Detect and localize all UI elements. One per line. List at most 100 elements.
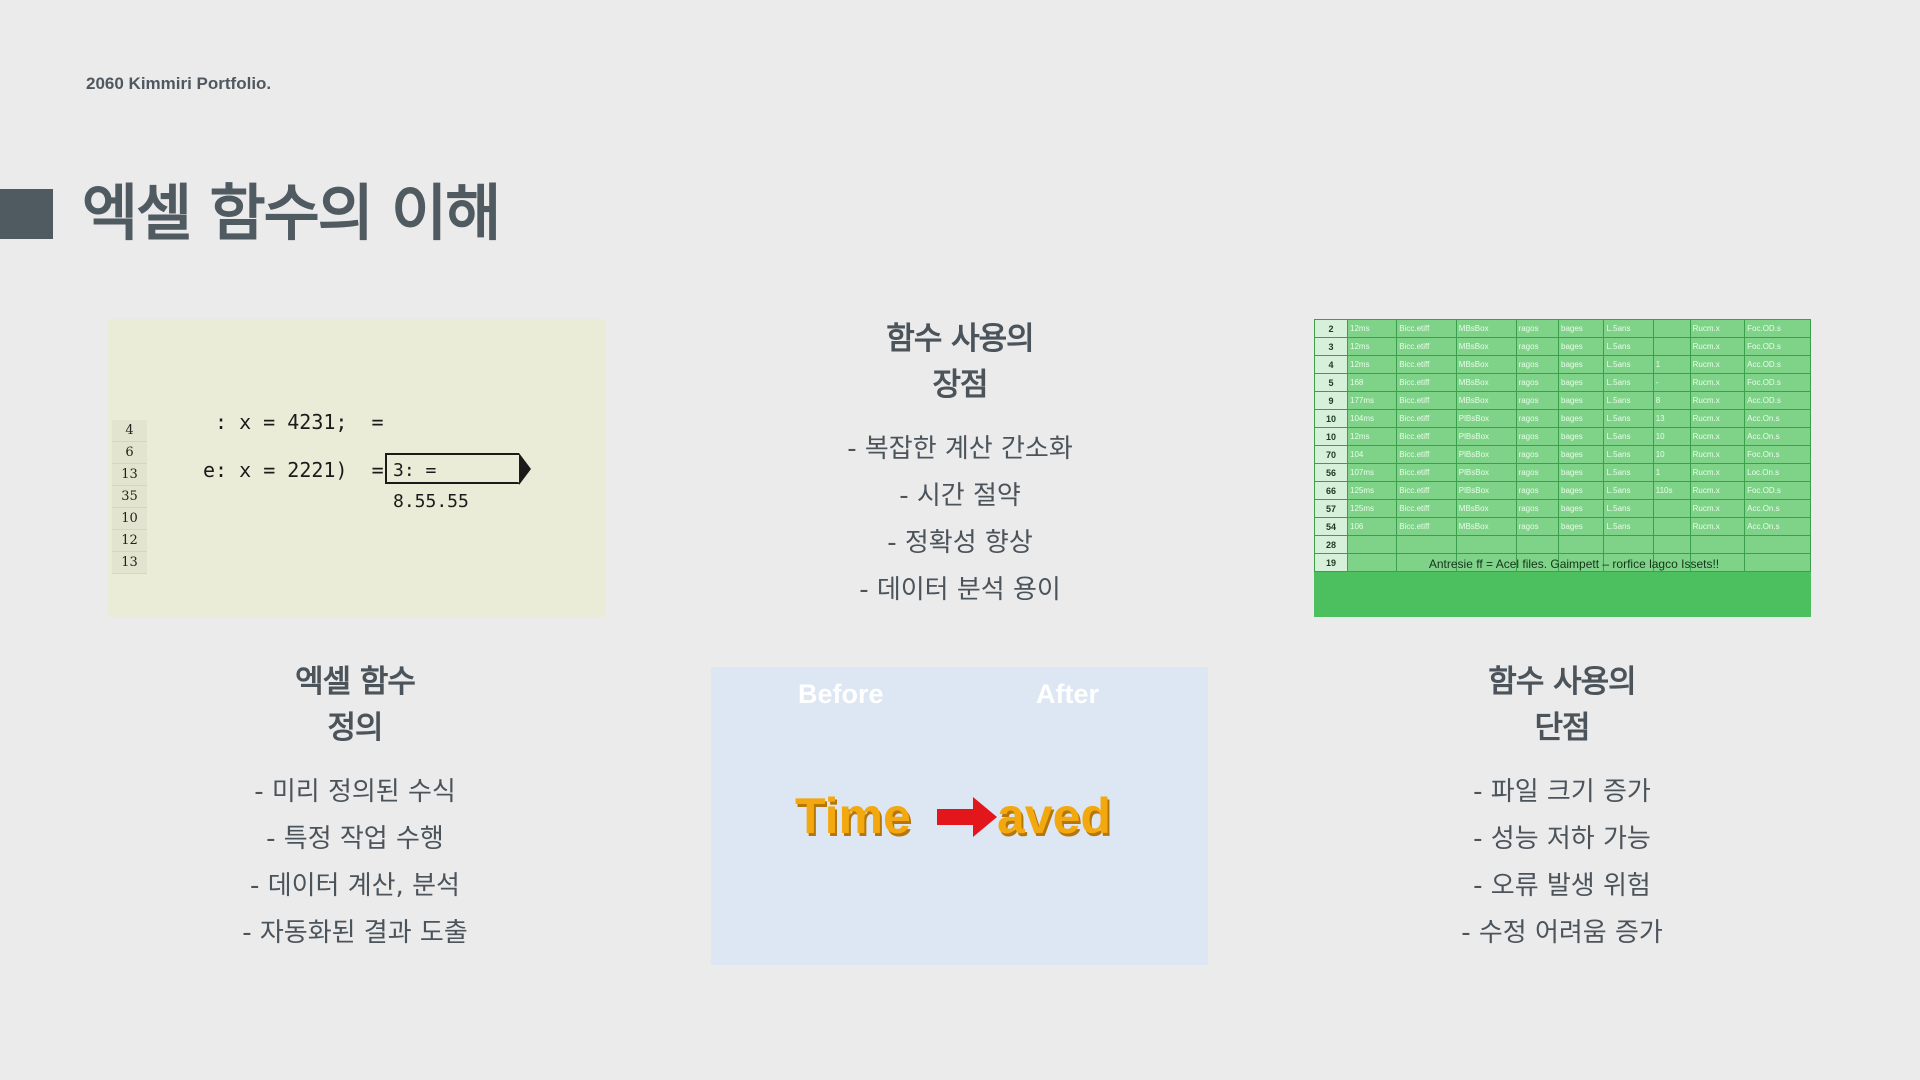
table-cell: Acc.On.s: [1744, 409, 1811, 428]
table-cell: Rucm.x: [1689, 319, 1746, 338]
advantages-section: 함수 사용의 장점 - 복잡한 계산 간소화 - 시간 절약 - 정확성 향상 …: [760, 316, 1160, 614]
table-cell: Bicc.etiff: [1396, 463, 1457, 482]
title-accent-bar: [0, 189, 53, 239]
row-number: 13: [112, 552, 147, 574]
table-cell: Bicc.etiff: [1396, 319, 1457, 338]
table-cell: [1515, 553, 1560, 572]
table-cell: Rucm.x: [1689, 427, 1746, 446]
list-item: - 데이터 계산, 분석: [250, 871, 460, 901]
after-label: After: [1036, 679, 1100, 709]
table-cell: MBsBox: [1455, 373, 1517, 392]
table-cell: 10: [1652, 427, 1691, 446]
table-cell: bages: [1557, 409, 1605, 428]
list-item: - 수정 어려움 증가: [1461, 918, 1663, 948]
table-cell: 1: [1652, 355, 1691, 374]
table-cell: -: [1652, 373, 1691, 392]
table-cell: bages: [1557, 517, 1605, 536]
table-cell: Acc.On.s: [1744, 499, 1811, 518]
row-number-cell: 28: [1314, 535, 1348, 554]
table-row: 28: [1314, 535, 1811, 554]
table-cell: bages: [1557, 427, 1605, 446]
table-cell: [1652, 553, 1691, 572]
table-cell: Foc.OD.s: [1744, 373, 1811, 392]
advantages-heading-line1: 함수 사용의: [886, 321, 1034, 357]
table-cell: L.5ans: [1603, 517, 1654, 536]
table-cell: Rucm.x: [1689, 463, 1746, 482]
row-number-cell: 5: [1314, 373, 1348, 392]
table-cell: bages: [1557, 373, 1605, 392]
table-cell: MBsBox: [1455, 391, 1517, 410]
table-cell: bages: [1557, 463, 1605, 482]
advantages-heading-line2: 장점: [932, 367, 988, 403]
table-cell: L.5ans: [1603, 445, 1654, 464]
table-cell: ragos: [1515, 409, 1560, 428]
table-cell: PlBsBox: [1455, 463, 1517, 482]
table-cell: ragos: [1515, 337, 1560, 356]
table-cell: 125ms: [1346, 481, 1398, 500]
table-cell: ragos: [1515, 445, 1560, 464]
table-cell: 110s: [1652, 481, 1691, 500]
table-cell: bages: [1557, 337, 1605, 356]
table-cell: Bicc.etiff: [1396, 445, 1457, 464]
list-item: - 데이터 분석 용이: [859, 575, 1061, 605]
table-cell: Rucm.x: [1689, 517, 1746, 536]
row-number-cell: 19: [1314, 553, 1348, 572]
table-cell: Rucm.x: [1689, 481, 1746, 500]
table-cell: [1346, 535, 1398, 554]
row-number: 13: [112, 464, 147, 486]
table-cell: ragos: [1515, 517, 1560, 536]
table-cell: Rucm.x: [1689, 373, 1746, 392]
list-item: - 오류 발생 위험: [1473, 871, 1651, 901]
table-cell: ragos: [1515, 481, 1560, 500]
advantages-list: - 복잡한 계산 간소화 - 시간 절약 - 정확성 향상 - 데이터 분석 용…: [760, 426, 1160, 614]
table-cell: [1652, 319, 1691, 338]
table-cell: 1: [1652, 463, 1691, 482]
brand-label: 2060 Kimmiri Portfolio.: [86, 74, 272, 93]
table-cell: Rucm.x: [1689, 445, 1746, 464]
table-cell: PlBsBox: [1455, 427, 1517, 446]
table-cell: bages: [1557, 319, 1605, 338]
table-cell: [1652, 517, 1691, 536]
table-cell: L.5ans: [1603, 481, 1654, 500]
table-cell: Foc.OD.s: [1744, 481, 1811, 500]
page-title: 엑셀 함수의 이해: [82, 178, 501, 249]
row-number: 4: [112, 420, 147, 442]
table-cell: 107ms: [1346, 463, 1398, 482]
table-cell: bages: [1557, 445, 1605, 464]
table-cell: Bicc.etiff: [1396, 409, 1457, 428]
table-cell: [1689, 553, 1746, 572]
table-cell: ragos: [1515, 319, 1560, 338]
table-cell: MBsBox: [1455, 499, 1517, 518]
row-number-cell: 9: [1314, 391, 1348, 410]
formula-line-1: : x = 4231; =: [215, 410, 384, 434]
table-cell: L.5ans: [1603, 319, 1654, 338]
list-item: - 성능 저하 가능: [1473, 824, 1651, 854]
disadvantages-list: - 파일 크기 증가 - 성능 저하 가능 - 오류 발생 위험 - 수정 어려…: [1362, 769, 1762, 957]
table-cell: Rucm.x: [1689, 337, 1746, 356]
table-cell: 12ms: [1346, 319, 1398, 338]
table-cell: PlBsBox: [1455, 481, 1517, 500]
table-cell: [1603, 535, 1654, 554]
list-item: - 파일 크기 증가: [1473, 777, 1651, 807]
before-label: Before: [798, 679, 884, 709]
arrow-right-icon: [937, 797, 997, 837]
list-item: - 복잡한 계산 간소화: [847, 434, 1073, 464]
table-cell: 8: [1652, 391, 1691, 410]
table-cell: bages: [1557, 481, 1605, 500]
row-number-column: 4 6 13 35 10 12 13: [112, 420, 147, 574]
formula-result: 3: = 8.55.55: [393, 460, 469, 512]
table-cell: PlBsBox: [1455, 409, 1517, 428]
row-number: 12: [112, 530, 147, 552]
table-cell: 106: [1346, 517, 1398, 536]
list-item: - 특정 작업 수행: [266, 824, 444, 854]
table-cell: ragos: [1515, 463, 1560, 482]
row-number-cell: 66: [1314, 481, 1348, 500]
table-cell: [1652, 337, 1691, 356]
